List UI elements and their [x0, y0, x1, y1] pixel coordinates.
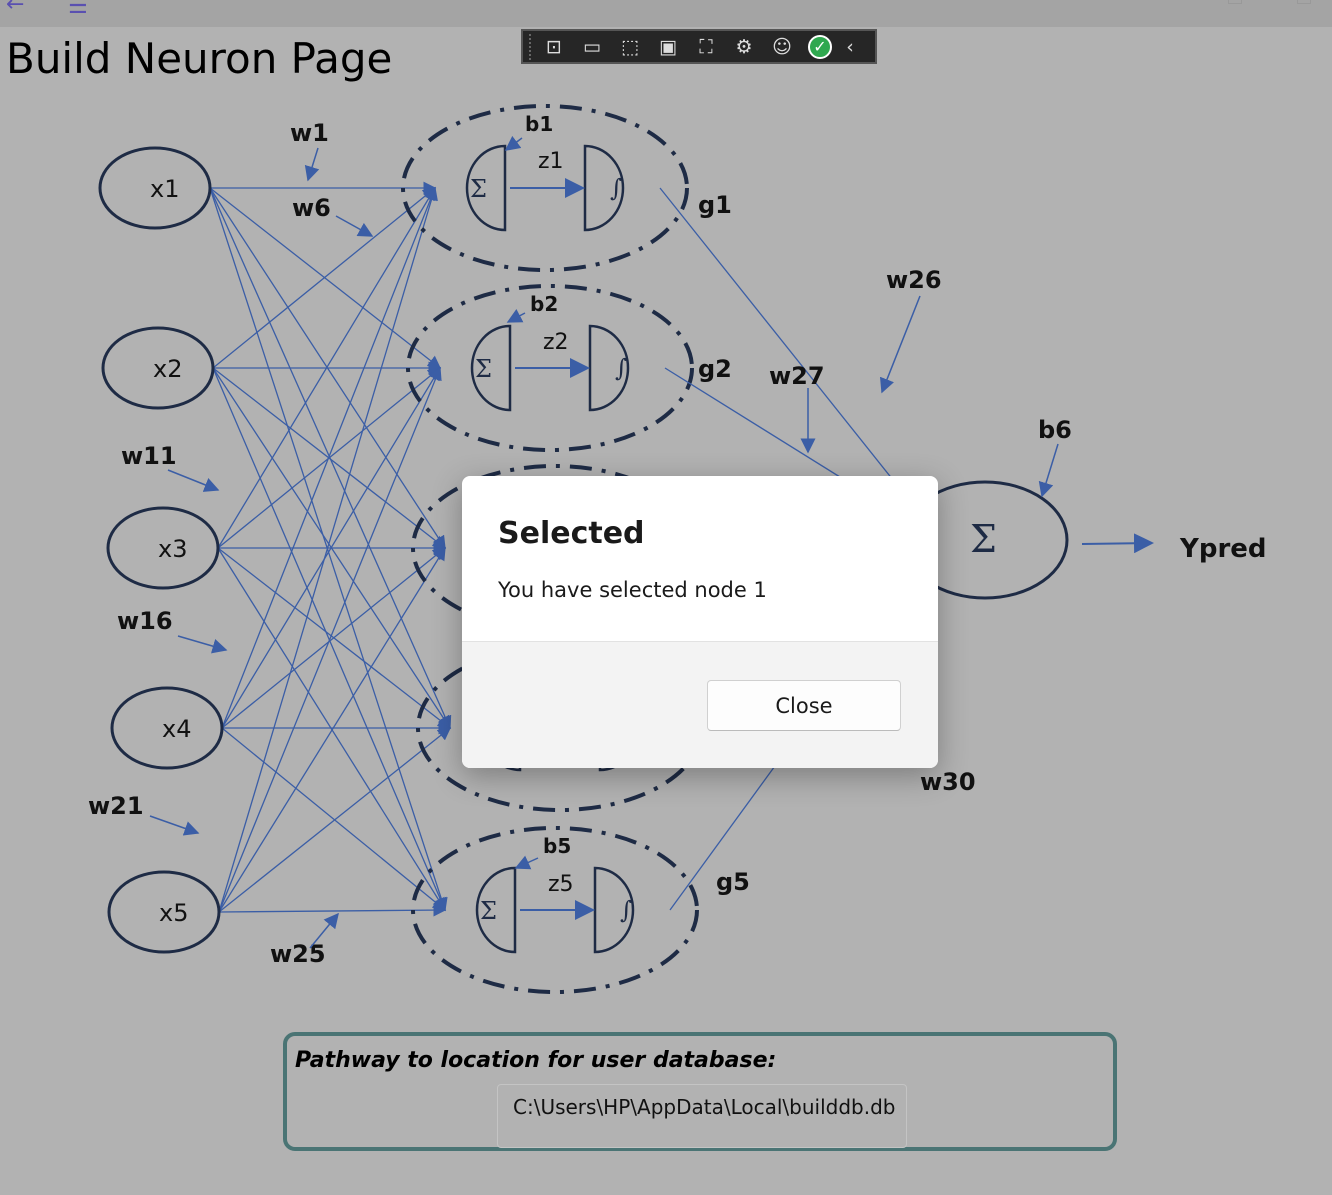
pointer-arrow — [879, 295, 921, 394]
input-node-3[interactable] — [106, 506, 220, 590]
output-arrow — [1081, 533, 1154, 554]
hidden-node-activation[interactable] — [583, 144, 625, 232]
hidden-node-activation[interactable] — [593, 866, 635, 954]
page-title: Build Neuron Page — [6, 34, 393, 83]
hidden-node-boundary[interactable] — [411, 826, 699, 994]
pointer-arrow — [335, 215, 374, 237]
track-focus-icon[interactable]: ⛶ — [699, 35, 713, 58]
back-arrow-icon[interactable]: ← — [6, 0, 25, 17]
input-label: x4 — [162, 715, 191, 743]
input-label: x2 — [153, 355, 182, 383]
database-path-label: Pathway to location for user database: — [295, 1048, 777, 1073]
check-icon[interactable]: ✓ — [801, 32, 839, 62]
activation-symbol: ∫ — [620, 896, 633, 924]
activation-symbol: ∫ — [610, 174, 623, 202]
pointer-arrow — [167, 469, 220, 492]
diagram-label: g2 — [698, 355, 732, 383]
title-bar: ← ☰ — [0, 0, 1332, 27]
diagram-label: w16 — [117, 607, 173, 635]
diagram-label: b1 — [525, 112, 553, 136]
activation-symbol: ∫ — [615, 354, 628, 382]
z-label: z5 — [548, 872, 574, 897]
diagram-label: w1 — [290, 119, 329, 147]
connection-line — [218, 546, 446, 913]
z-label: z1 — [538, 149, 564, 174]
output-sum-symbol: Σ — [970, 517, 997, 561]
display-layout-adorners-icon[interactable]: ▣ — [659, 35, 677, 58]
input-node-2[interactable] — [101, 326, 215, 410]
drag-grip-icon[interactable] — [529, 33, 535, 60]
sum-symbol: Σ — [480, 897, 497, 925]
diagram-label: w25 — [270, 940, 326, 968]
neural-network-diagram[interactable]: Σ ∫ Σ ∫ Σ ∫ x1 x2 x3 x4 x5 Σ Ypred b1 b2 b5 z1 z2 z5 g1 g2 g5… — [0, 0, 1332, 1020]
dialog-message: You have selected node 1 — [498, 578, 767, 602]
hidden-node-boundary[interactable] — [406, 284, 694, 452]
connection-line — [217, 186, 436, 549]
input-node-1[interactable] — [98, 146, 212, 230]
diagram-label: w30 — [920, 768, 976, 796]
pointer-arrow — [177, 635, 228, 654]
diagram-label: w11 — [121, 442, 177, 470]
database-path-field[interactable]: C:\Users\HP\AppData\Local\builddb.db — [497, 1084, 907, 1148]
hidden-node-sum[interactable] — [475, 866, 517, 954]
connection-line — [221, 186, 437, 729]
diagram-label: b5 — [543, 834, 571, 858]
hamburger-menu-icon[interactable]: ☰ — [68, 0, 88, 19]
input-node-5[interactable] — [107, 870, 221, 954]
connection-line — [218, 186, 438, 913]
input-label: x3 — [158, 535, 187, 563]
diagram-label: b6 — [1038, 416, 1072, 444]
ypred-label: Ypred — [1179, 534, 1267, 564]
dialog-footer: Close — [462, 641, 938, 768]
connection-line — [212, 367, 447, 912]
connection-line — [217, 547, 446, 912]
close-button[interactable]: Close — [707, 680, 901, 731]
diagram-label: w21 — [88, 792, 144, 820]
hidden-node-boundary[interactable] — [401, 104, 689, 272]
z-label: z2 — [543, 330, 569, 355]
pointer-arrow — [504, 135, 523, 151]
connection-line — [218, 903, 447, 917]
connection-line — [221, 547, 447, 729]
hidden-node-activation[interactable] — [588, 324, 630, 412]
connection-line — [212, 187, 437, 369]
diagram-label: w6 — [292, 194, 331, 222]
live-visual-tree-icon[interactable]: ⊡ — [546, 35, 562, 58]
sum-symbol: Σ — [470, 175, 487, 203]
maximize-button[interactable] — [1297, 0, 1311, 4]
selected-dialog: Selected You have selected node 1 Close — [462, 476, 938, 768]
accessibility-icon[interactable]: ☺ — [772, 35, 792, 58]
diagram-label: w27 — [769, 362, 825, 390]
sum-symbol: Σ — [475, 355, 492, 383]
database-path-panel: Pathway to location for user database: C… — [283, 1032, 1117, 1151]
pointer-arrow — [514, 855, 539, 870]
diagram-label: b2 — [530, 292, 558, 316]
pointer-arrow — [304, 147, 320, 182]
select-element-icon[interactable]: ⬚ — [621, 35, 639, 58]
input-node-4[interactable] — [110, 686, 224, 770]
pointer-arrow — [1038, 443, 1059, 498]
collapse-icon[interactable]: ‹ — [846, 35, 854, 58]
hidden-node-sum[interactable] — [465, 144, 507, 232]
minimize-button[interactable] — [1228, 0, 1242, 4]
diagram-label: g5 — [716, 868, 750, 896]
binding-failures-icon[interactable]: ⚙ — [735, 35, 753, 58]
xaml-debug-toolbar: ⊡ ▭ ⬚ ▣ ⛶ ⚙ ☺ ✓ ‹ — [521, 29, 877, 64]
hidden-node-sum[interactable] — [470, 324, 512, 412]
pointer-arrow — [506, 309, 526, 323]
connection-line — [218, 366, 442, 913]
connection-line — [221, 727, 447, 911]
output-connection — [659, 187, 926, 522]
diagram-label: w26 — [886, 266, 942, 294]
dialog-title: Selected — [498, 516, 645, 551]
input-label: x5 — [159, 899, 188, 927]
connection-line — [218, 727, 452, 913]
record-icon[interactable]: ▭ — [583, 35, 601, 58]
connection-line — [221, 366, 441, 729]
input-label: x1 — [150, 175, 179, 203]
pointer-arrow — [309, 912, 339, 949]
diagram-label: g1 — [698, 191, 732, 219]
pointer-arrow — [149, 815, 200, 836]
